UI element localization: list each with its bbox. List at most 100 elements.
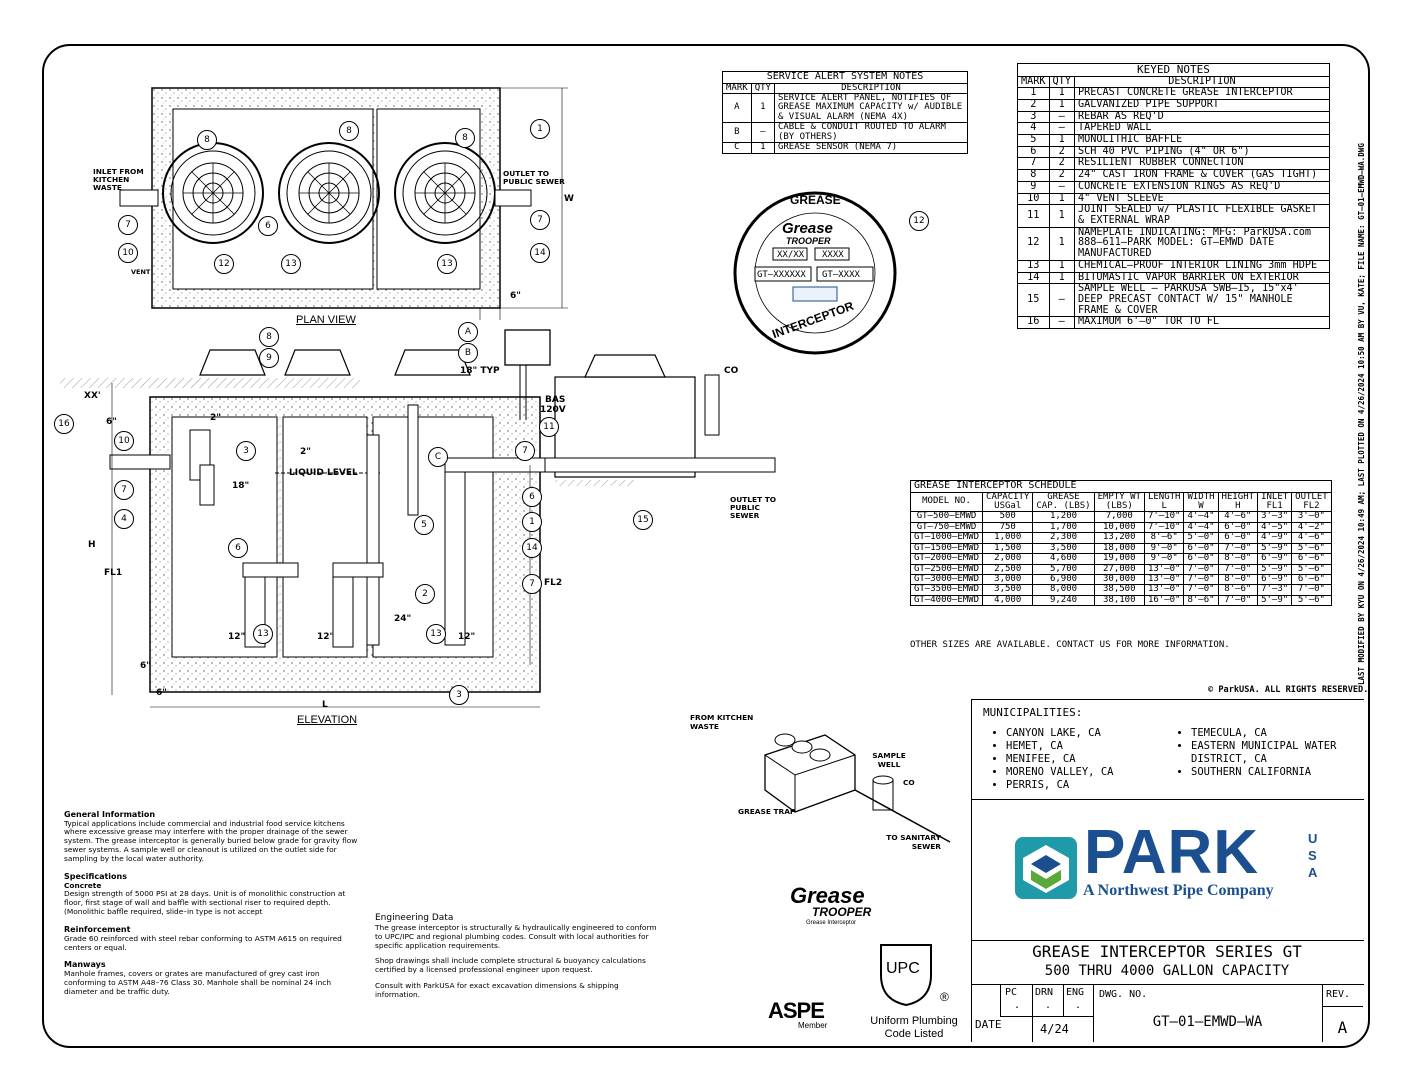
callout-8: 8: [197, 130, 217, 150]
reinf-heading: Reinforcement: [64, 925, 131, 935]
table-cell: 4,600: [1032, 553, 1095, 565]
municipality-item: HEMET, CA: [1006, 740, 1113, 753]
mark: 14: [1017, 271, 1050, 285]
date-value: 4/24: [1040, 1022, 1069, 1036]
aspe-member: Member: [798, 1021, 828, 1030]
table-cell: 3,500: [982, 584, 1034, 596]
table-cell: 1,000: [982, 532, 1034, 544]
upc-registered: ®: [940, 990, 949, 1004]
callout-13: 13: [253, 624, 273, 644]
fl1-label: FL1: [104, 568, 123, 578]
table-cell: 7'–0": [1217, 542, 1259, 555]
table-row: 15–SAMPLE WELL – PARKUSA SWB–15, 15"x4' …: [1017, 283, 1330, 318]
six-inch-label: 6": [106, 417, 117, 427]
table-cell: 7'–10": [1143, 511, 1185, 523]
outlet-label: OUTLET TO PUBLIC SEWER: [503, 169, 565, 186]
logo-box: [971, 798, 1364, 941]
callout-12: 12: [214, 254, 234, 274]
table-cell: GT–500–EMWD: [909, 511, 984, 523]
header-line: FL2: [1303, 500, 1320, 511]
mark: 16: [1017, 316, 1050, 330]
park-tagline: A Northwest Pipe Company: [1083, 882, 1274, 899]
two-inch-label: 2": [300, 447, 311, 457]
table-cell: GT–3500–EMWD: [909, 584, 984, 596]
header-line: INLET: [1261, 491, 1289, 502]
park-logo-icon: [1015, 837, 1077, 899]
spec-heading: Specifications: [64, 871, 127, 881]
header-line: FL1: [1266, 500, 1283, 511]
rev-value: A: [1337, 1018, 1348, 1037]
table-cell: 5'–6": [1291, 594, 1332, 607]
dwg-no-label: DWG. NO.: [1099, 989, 1148, 1000]
qty: 1: [1048, 271, 1075, 285]
gi-text: Typical applications include commercial …: [64, 818, 358, 864]
schedule-table: GREASE INTERCEPTOR SCHEDULE MODEL NO.CAP…: [909, 480, 1332, 607]
callout-14: 14: [522, 538, 542, 558]
header-line: CAPACITY: [986, 491, 1030, 502]
header-qty: QTY: [750, 82, 775, 94]
mark: 3: [1017, 110, 1050, 124]
callout-7: 7: [114, 480, 134, 500]
twelve-inch-label: 12": [228, 632, 246, 642]
table-cell: 6,900: [1032, 573, 1095, 586]
header-line: H: [1235, 500, 1241, 511]
table-cell: 3,000: [982, 573, 1034, 586]
gi-heading: General Information: [64, 810, 156, 819]
table-cell: 13'–0": [1143, 563, 1185, 576]
mark: 12: [1017, 226, 1050, 261]
table-cell: 7'–10": [1143, 521, 1185, 534]
callout-6: 6: [522, 487, 542, 507]
drawing-title-2: 500 THRU 4000 GALLON CAPACITY: [1044, 963, 1290, 979]
callout-12: 12: [909, 211, 929, 231]
concrete-heading: Concrete: [64, 880, 102, 890]
header-line: USGal: [994, 500, 1022, 511]
header-line: LENGTH: [1147, 491, 1181, 502]
mark: 6: [1017, 145, 1050, 159]
table-row: 3–REBAR AS REQ'D: [1017, 110, 1330, 124]
qty: 2: [1048, 157, 1075, 171]
eighteen-inch-label: 18": [232, 481, 250, 491]
table-cell: 27,000: [1093, 563, 1145, 576]
qty: 1: [1048, 259, 1075, 273]
concrete-text: Design strength of 5000 PSI at 28 days. …: [64, 889, 346, 917]
twentyfour-inch-label: 24": [394, 614, 412, 624]
table-cell: 13,200: [1093, 532, 1145, 544]
qty: 2: [1048, 145, 1075, 159]
vent-label: VENT: [131, 268, 151, 276]
table-cell: 4'–4": [1183, 521, 1219, 534]
eng-heading: Engineering Data: [375, 913, 454, 923]
nameplate-field: XXXX: [822, 250, 844, 260]
qty: 1: [750, 92, 775, 124]
table-cell: 13'–0": [1143, 573, 1185, 586]
twelve-inch-label: 12": [317, 632, 335, 642]
grease-trooper-logo-sub: TROOPER: [812, 905, 872, 919]
xx-label: XX': [84, 391, 101, 401]
qty: 1: [750, 142, 775, 154]
header-mark: MARK: [722, 82, 752, 94]
table-cell: 7'–0": [1217, 563, 1259, 576]
h-dim-label: H: [88, 540, 96, 550]
upc-caption-2: Code Listed: [884, 1028, 944, 1041]
header-description: DESCRIPTION: [773, 82, 968, 94]
callout-2: 2: [415, 584, 435, 604]
description: SCH 40 PVC PIPING (4" OR 6"): [1073, 145, 1330, 159]
callout-15: 15: [633, 510, 653, 530]
mark: A: [722, 92, 752, 124]
schedule-header: MODEL NO.: [909, 491, 984, 513]
table-cell: 9'–0": [1143, 553, 1185, 565]
description: TAPERED WALL: [1073, 122, 1330, 136]
table-cell: 7'–0": [1183, 563, 1219, 576]
callout-13: 13: [281, 254, 301, 274]
callout-16: 16: [54, 414, 74, 434]
callout-13: 13: [437, 254, 457, 274]
